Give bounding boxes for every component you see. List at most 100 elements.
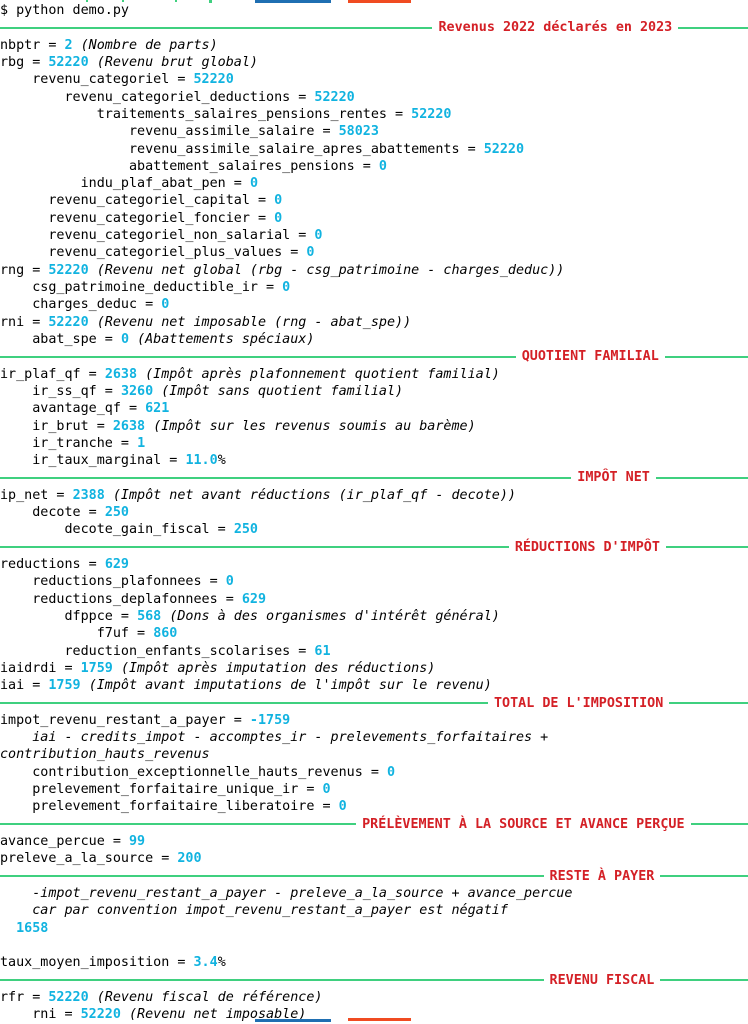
row-reductions-plafonnees: reductions_plafonnees = 0 [32, 574, 234, 590]
row-label: nbptr [0, 37, 41, 53]
row-reductions: reductions = 629 [0, 557, 129, 572]
row-value: 2638 [104, 366, 138, 382]
row-ir-brut: ir_brut = 2638 (Impôt sur les revenus so… [32, 418, 476, 434]
row-label: iaidrdi [0, 660, 57, 676]
row-label: contribution_exceptionnelle_hauts_revenu… [32, 764, 363, 780]
row-traitements-salaires-pensions-rentes: traitements_salaires_pensions_rentes = 5… [96, 106, 452, 122]
row-description: (Impôt sur les revenus soumis au barème) [153, 418, 476, 434]
row-label: ir_taux_marginal [32, 453, 162, 469]
formula-reste-line-2: car par convention impot_revenu_restant_… [0, 902, 748, 919]
row-value: 2388 [72, 487, 105, 503]
green-tick-icon [175, 0, 177, 2]
row-value: 3.4 [193, 955, 218, 971]
row-revenu-categoriel-non-salarial: revenu_categoriel_non_salarial = 0 [48, 228, 323, 244]
section-title-reductions: RÉDUCTIONS D'IMPÔT [514, 539, 660, 555]
row-description: (Abattements spéciaux) [137, 331, 315, 347]
row-ip-net: ip_net = 2388 (Impôt net avant réduction… [0, 487, 516, 503]
row-value: 621 [145, 401, 170, 417]
rule-segment-right [655, 477, 748, 480]
row-label: revenu_categoriel_deductions [64, 89, 291, 105]
row-label: dfppce [64, 608, 113, 624]
row-ir-tranche: ir_tranche = 1 [32, 435, 146, 451]
row-label: abattement_salaires_pensions [129, 158, 355, 174]
row-value: 99 [129, 834, 146, 849]
row-value: 250 [233, 522, 258, 538]
formula-irrap-line-1: iai - credits_impot - accomptes_ir - pre… [0, 729, 748, 746]
row-prelevement-forfaitaire-liberatoire: prelevement_forfaitaire_liberatoire = 0 [32, 799, 347, 815]
row-description: (Revenu net global (rbg - csg_patrimoine… [96, 262, 565, 278]
green-tick-icon [122, 0, 124, 2]
row-avantage-qf: avantage_qf = 621 [32, 401, 170, 417]
row-abat-spe: abat_spe = 0 (Abattements spéciaux) [32, 331, 315, 347]
row-revenu-categoriel-capital: revenu_categoriel_capital = 0 [48, 193, 283, 209]
row-value: 0 [338, 799, 347, 815]
rule-segment-right [660, 875, 748, 878]
row-iai: iai = 1759 (Impôt avant imputations de l… [0, 678, 492, 694]
rule-segment-left [0, 823, 357, 826]
section-rule-total-imposition: TOTAL DE L'IMPOSITION [0, 695, 748, 712]
row-description: (Impôt après imputation des réductions) [120, 660, 436, 676]
rule-segment-right [664, 355, 748, 358]
row-value: 629 [104, 557, 129, 572]
blue-underline-bar [255, 1019, 331, 1022]
row-value: 52220 [314, 89, 355, 105]
row-label: ir_ss_qf [32, 383, 97, 399]
row-value: 3260 [120, 383, 154, 399]
rule-segment-right [669, 702, 748, 705]
row-label: revenu_categoriel_plus_values [48, 245, 283, 261]
rule-segment-left [0, 546, 509, 549]
row-dfppce: dfppce = 568 (Dons à des organismes d'in… [64, 608, 500, 624]
row-value: 1658 [16, 920, 49, 936]
row-value: 52220 [80, 1007, 121, 1023]
row-description: (Impôt après plafonnement quotient famil… [145, 366, 500, 382]
row-description: (Revenu brut global) [96, 54, 258, 70]
row-value: 200 [177, 851, 202, 867]
row-description: (Impôt avant imputations de l'impôt sur … [88, 678, 492, 694]
section-title-reste-a-payer: RESTE À PAYER [549, 868, 655, 884]
row-rng: rng = 52220 (Revenu net global (rbg - cs… [0, 262, 565, 278]
rule-segment-left [0, 355, 516, 358]
row-label: charges_deduc [32, 297, 138, 313]
row-charges-deduc: charges_deduc = 0 [32, 297, 170, 313]
row-f7uf: f7uf = 860 [96, 626, 178, 642]
formula-text: -impot_revenu_restant_a_payer - preleve_… [32, 885, 573, 901]
row-label: revenu_categoriel_non_salarial [48, 228, 291, 244]
row-ir-plaf-qf: ir_plaf_qf = 2638 (Impôt après plafonnem… [0, 366, 500, 382]
row-nbptr: nbptr = 2 (Nombre de parts) [0, 37, 218, 53]
shell-prompt-line: $ python demo.py [0, 3, 129, 18]
section-title-quotient-familial: QUOTIENT FAMILIAL [521, 349, 659, 365]
section-rule-prelevement-source: PRÉLÈVEMENT À LA SOURCE ET AVANCE PERÇUE [0, 816, 748, 833]
row-label: preleve_a_la_source [0, 851, 154, 867]
row-value: 0 [306, 245, 315, 261]
row-rbg: rbg = 52220 (Revenu brut global) [0, 54, 258, 70]
row-value: 52220 [483, 141, 525, 157]
green-tick-icon [209, 0, 212, 3]
rule-segment-left [0, 26, 433, 29]
row-ir-taux-marginal: ir_taux_marginal = 11.0% [32, 453, 226, 469]
row-label: iai [0, 678, 25, 694]
row-description: (Revenu fiscal de référence) [96, 989, 323, 1005]
row-value: 0 [161, 297, 170, 313]
row-label: avantage_qf [32, 401, 121, 417]
blank-line [0, 937, 748, 954]
row-label: avance_percue [0, 834, 105, 849]
row-label: reductions_deplafonnees [32, 591, 218, 607]
row-label: indu_plaf_abat_pen [80, 176, 226, 192]
row-rni-fiscal: rni = 52220 (Revenu net imposable) [32, 1007, 307, 1023]
rule-segment-left [0, 477, 572, 480]
green-tick-icon [86, 0, 88, 2]
row-value: 0 [249, 176, 258, 192]
row-label: revenu_assimile_salaire [129, 124, 315, 140]
rule-segment-right [678, 26, 748, 29]
row-value: 11.0 [185, 453, 218, 469]
row-revenu-categoriel: revenu_categoriel = 52220 [32, 72, 234, 88]
rule-segment-right [665, 546, 748, 549]
row-value: 52220 [193, 72, 234, 88]
row-reste-a-payer-value: 1658 [0, 920, 748, 937]
row-label: prelevement_forfaitaire_liberatoire [32, 799, 315, 815]
row-value: 0 [274, 210, 283, 226]
row-value: 52220 [48, 262, 89, 278]
section-rule-reste-a-payer: RESTE À PAYER [0, 868, 748, 885]
row-label: abat_spe [32, 331, 97, 347]
